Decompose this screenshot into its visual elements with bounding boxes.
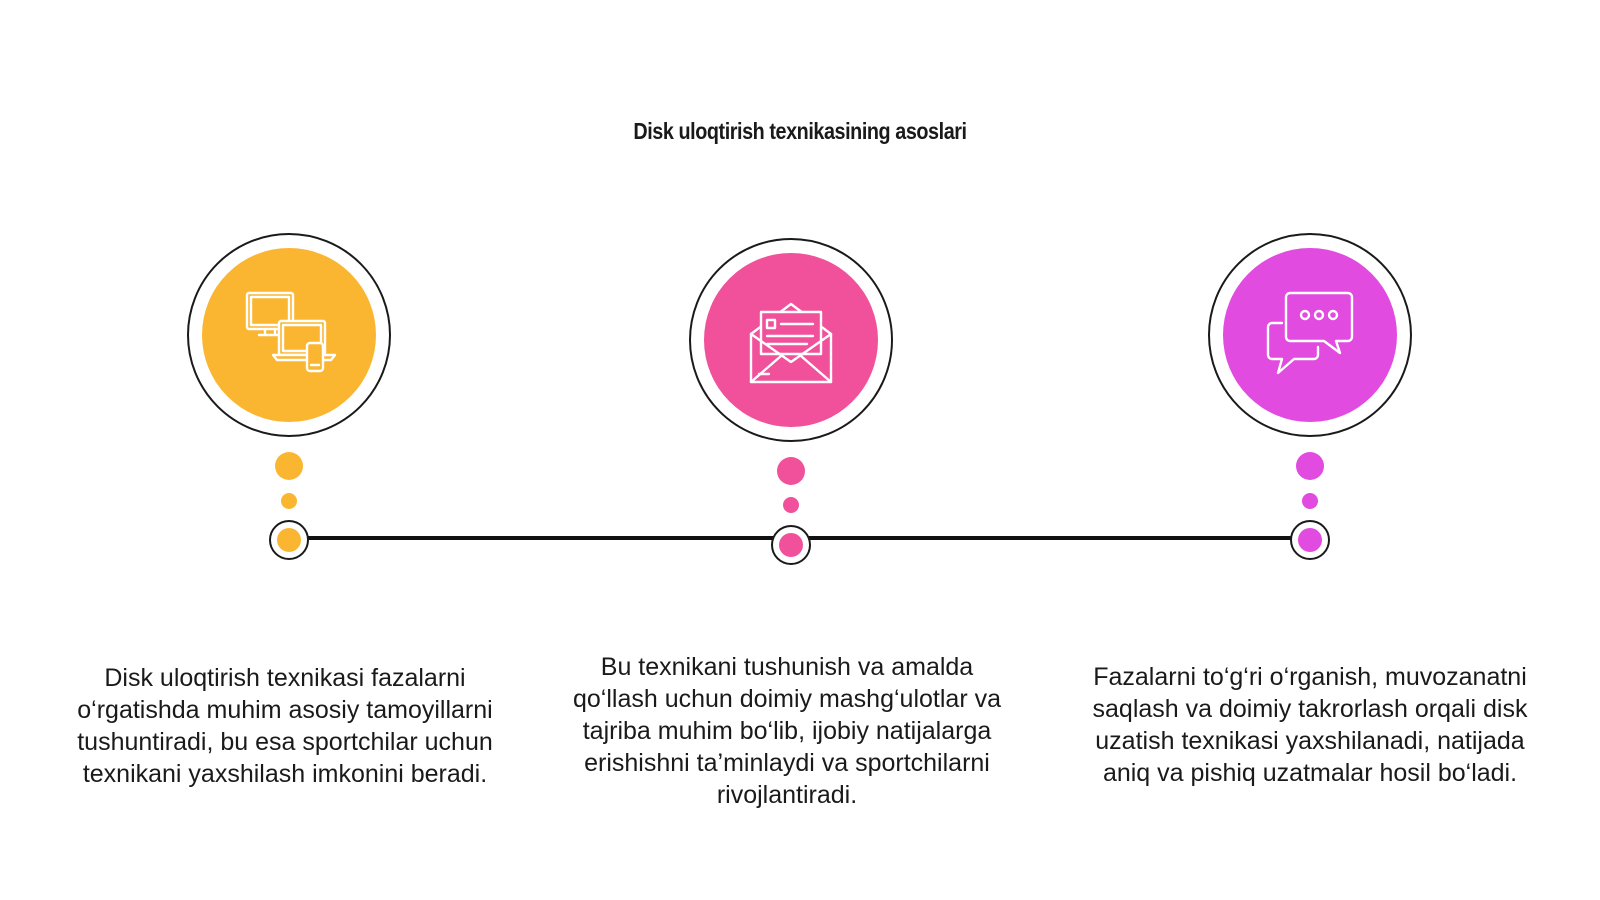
chat-bubbles-icon [1266, 291, 1354, 375]
step-3-dot-large [1296, 452, 1324, 480]
step-2-icon-disc [704, 253, 878, 427]
step-1-dot-large [275, 452, 303, 480]
step-1-icon-ring [187, 233, 391, 437]
step-1-timeline-node [269, 520, 309, 560]
step-2-timeline-node [771, 525, 811, 565]
step-2-node-fill [779, 533, 803, 557]
devices-icon [245, 291, 337, 373]
step-1-node-fill [277, 528, 301, 552]
step-3-icon-disc [1223, 248, 1397, 422]
step-2-description: Bu texnikani tushunish va amalda qo‘llas… [572, 653, 1001, 809]
step-3-description: Fazalarni to‘g‘ri o‘rganish, muvozanatni… [1092, 663, 1528, 787]
step-1-description: Disk uloqtirish texnikasi fazalarni o‘rg… [77, 664, 493, 788]
step-3-timeline-node [1290, 520, 1330, 560]
step-3-node-fill [1298, 528, 1322, 552]
step-1-dot-small [281, 493, 297, 509]
step-1-icon-disc [202, 248, 376, 422]
step-3-icon-ring [1208, 233, 1412, 437]
step-3-dot-small [1302, 493, 1318, 509]
diagram-title: Disk uloqtirish texnikasining asoslari [633, 118, 967, 144]
step-2-dot-small [783, 497, 799, 513]
step-2-icon-ring [689, 238, 893, 442]
envelope-icon [749, 302, 833, 384]
step-2-dot-large [777, 457, 805, 485]
